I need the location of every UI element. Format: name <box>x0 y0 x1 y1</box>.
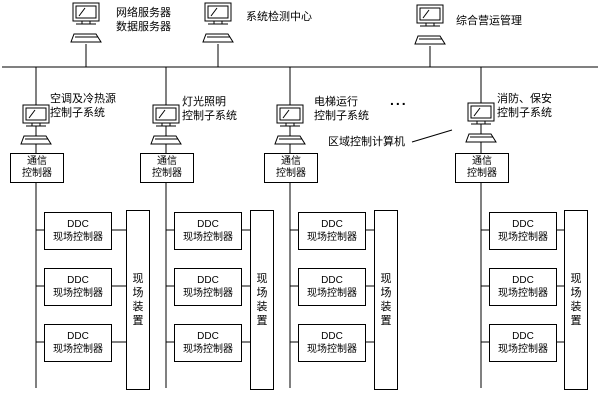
ddc-line1: DDC <box>67 275 89 286</box>
ddc-line2: 现场控制器 <box>183 288 233 299</box>
subsystem-label-lighting: 灯光照明 控制子系统 <box>182 95 237 123</box>
label-line: 灯光照明 <box>182 96 226 108</box>
ddc-line2: 现场控制器 <box>53 344 103 355</box>
comm-controller-line1: 通信 <box>27 156 47 167</box>
field-device-box: 现场装置 <box>250 210 274 390</box>
subsystem-label-fire-security: 消防、保安 控制子系统 <box>497 92 552 120</box>
field-device-box: 现场装置 <box>374 210 398 390</box>
ddc-controller-box: DDC 现场控制器 <box>44 212 112 250</box>
comm-controller-line2: 控制器 <box>276 168 306 179</box>
ddc-controller-box: DDC 现场控制器 <box>298 324 366 362</box>
ddc-line2: 现场控制器 <box>307 232 357 243</box>
ddc-line1: DDC <box>197 331 219 342</box>
computer-icon <box>274 104 306 145</box>
comm-controller-line1: 通信 <box>281 156 301 167</box>
ddc-controller-box: DDC 现场控制器 <box>489 268 557 306</box>
ddc-line2: 现场控制器 <box>183 232 233 243</box>
ddc-line2: 现场控制器 <box>307 288 357 299</box>
ddc-line2: 现场控制器 <box>498 288 548 299</box>
field-device-label: 现场装置 <box>132 273 144 327</box>
label-line: 空调及冷热源 <box>50 93 116 105</box>
label-line: 综合营运管理 <box>456 15 522 27</box>
ddc-line2: 现场控制器 <box>498 232 548 243</box>
ddc-line2: 现场控制器 <box>183 344 233 355</box>
ddc-controller-box: DDC 现场控制器 <box>174 212 242 250</box>
field-device-label: 现场装置 <box>570 273 582 327</box>
label-line: 消防、保安 <box>497 93 552 105</box>
ddc-line1: DDC <box>67 219 89 230</box>
ddc-controller-box: DDC 现场控制器 <box>298 268 366 306</box>
label-line: 数据服务器 <box>116 21 171 33</box>
ddc-line1: DDC <box>321 219 343 230</box>
subsystem-label-hvac: 空调及冷热源 控制子系统 <box>50 92 116 120</box>
ddc-controller-box: DDC 现场控制器 <box>174 268 242 306</box>
ddc-line1: DDC <box>67 331 89 342</box>
ddc-line1: DDC <box>197 275 219 286</box>
top-node-label-operation-management: 综合营运管理 <box>456 14 522 28</box>
comm-controller-line2: 控制器 <box>467 168 497 179</box>
comm-controller-box: 通信 控制器 <box>140 153 194 183</box>
ddc-line1: DDC <box>321 331 343 342</box>
comm-controller-line2: 控制器 <box>22 168 52 179</box>
zone-computer-pointer-line <box>411 129 453 143</box>
ddc-line1: DDC <box>512 331 534 342</box>
comm-controller-line1: 通信 <box>472 156 492 167</box>
comm-controller-line2: 控制器 <box>152 168 182 179</box>
zone-computer-label: 区域控制计算机 <box>328 136 405 148</box>
comm-controller-box: 通信 控制器 <box>10 153 64 183</box>
comm-controller-box: 通信 控制器 <box>264 153 318 183</box>
comm-controller-box: 通信 控制器 <box>455 153 509 183</box>
top-node-label-system-monitor-center: 系统检测中心 <box>246 10 312 24</box>
field-device-label: 现场装置 <box>256 273 268 327</box>
field-device-box: 现场装置 <box>564 210 588 390</box>
label-line: 控制子系统 <box>50 107 105 119</box>
ddc-line2: 现场控制器 <box>53 232 103 243</box>
ddc-line1: DDC <box>197 219 219 230</box>
ddc-controller-box: DDC 现场控制器 <box>44 324 112 362</box>
comm-controller-line1: 通信 <box>157 156 177 167</box>
ddc-line2: 现场控制器 <box>307 344 357 355</box>
ddc-line1: DDC <box>321 275 343 286</box>
subsystem-label-elevator: 电梯运行 控制子系统 <box>314 95 369 123</box>
field-device-label: 现场装置 <box>380 273 392 327</box>
computer-icon <box>150 104 182 145</box>
computer-icon <box>70 2 102 43</box>
label-line: 电梯运行 <box>314 96 358 108</box>
computer-icon <box>202 2 234 43</box>
ddc-line1: DDC <box>512 275 534 286</box>
label-line: 控制子系统 <box>182 110 237 122</box>
label-line: 控制子系统 <box>314 110 369 122</box>
ddc-controller-box: DDC 现场控制器 <box>174 324 242 362</box>
computer-icon <box>20 104 52 145</box>
computer-icon <box>465 102 497 143</box>
ddc-controller-box: DDC 现场控制器 <box>489 324 557 362</box>
label-line: 系统检测中心 <box>246 11 312 23</box>
ddc-line1: DDC <box>512 219 534 230</box>
ddc-line2: 现场控制器 <box>53 288 103 299</box>
ddc-controller-box: DDC 现场控制器 <box>298 212 366 250</box>
top-node-label-network-server: 网络服务器 数据服务器 <box>116 6 171 34</box>
ddc-controller-box: DDC 现场控制器 <box>44 268 112 306</box>
field-device-box: 现场装置 <box>126 210 150 390</box>
computer-icon <box>414 4 446 45</box>
label-line: 网络服务器 <box>116 7 171 19</box>
ddc-line2: 现场控制器 <box>498 344 548 355</box>
ellipsis: ... <box>390 92 408 108</box>
ddc-controller-box: DDC 现场控制器 <box>489 212 557 250</box>
label-line: 控制子系统 <box>497 107 552 119</box>
